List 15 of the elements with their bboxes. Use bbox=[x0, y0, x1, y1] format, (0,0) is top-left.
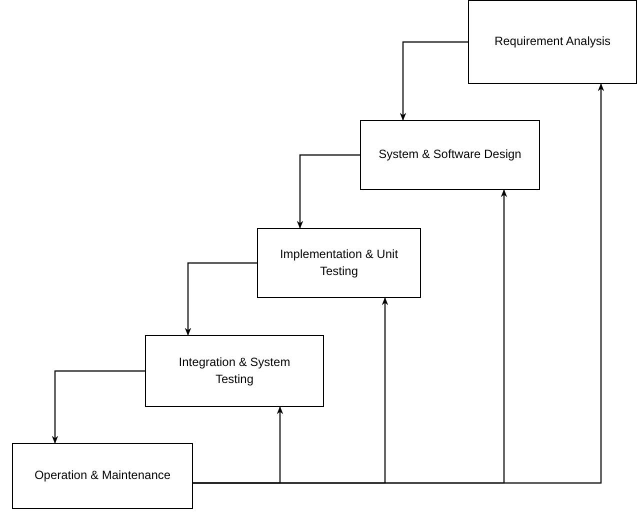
box-label: Integration & System Testing bbox=[178, 354, 292, 388]
arrow bbox=[296, 154, 360, 229]
process-box bbox=[360, 120, 540, 190]
arrow bbox=[52, 370, 145, 444]
box-label: Operation & Maintenance bbox=[34, 467, 171, 484]
process-box bbox=[12, 443, 193, 509]
box-label: System & Software Design bbox=[378, 146, 522, 164]
process-box bbox=[257, 228, 421, 298]
arrow bbox=[184, 262, 257, 336]
box-label: Implementation & Unit Testing bbox=[278, 246, 400, 280]
arrow bbox=[193, 83, 604, 484]
process-box bbox=[468, 0, 637, 84]
box-label: Requirement Analysis bbox=[494, 33, 611, 50]
arrow bbox=[400, 41, 468, 121]
process-box bbox=[145, 335, 324, 407]
